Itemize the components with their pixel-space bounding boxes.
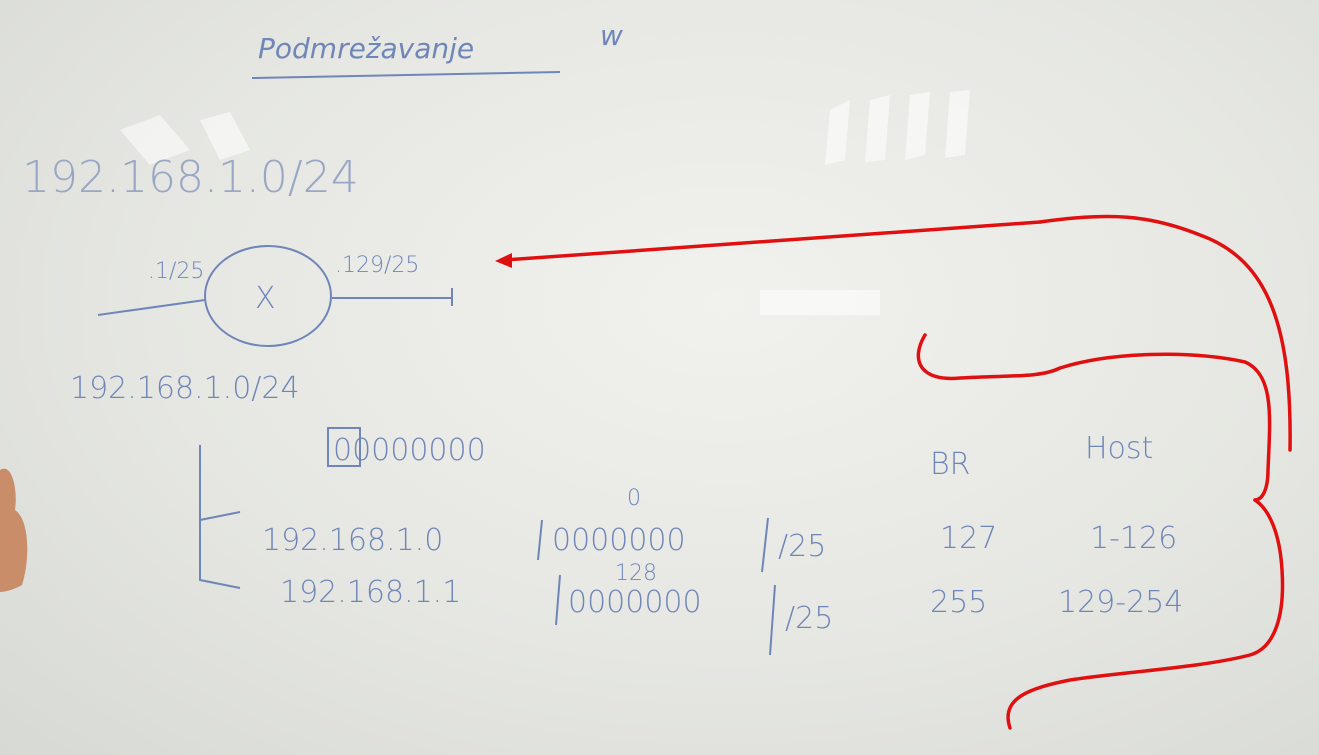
subnet-2-note: 128	[615, 561, 657, 586]
router-symbol: X	[255, 281, 276, 316]
red-brace-top	[916, 333, 1272, 502]
network-main: 192.168.1.0/24	[22, 152, 359, 203]
subnet-2-host: 129-254	[1058, 585, 1183, 620]
red-annotation	[495, 214, 1292, 730]
subnet-2-prefix: /25	[785, 601, 833, 636]
red-arrow-line	[503, 220, 1042, 262]
subnet-2-bits: 0000000	[568, 585, 702, 620]
subnet-1-prefix: /25	[778, 529, 826, 564]
subnet-2-br: 255	[930, 585, 987, 620]
binary-octet: 00000000	[333, 433, 486, 468]
header-host: Host	[1085, 431, 1153, 466]
subnet-bracket	[199, 445, 241, 589]
subnet-2-address: 192.168.1.1	[280, 575, 461, 610]
subnet-row-2: 128 192.168.1.1 0000000 /25 255 129-254	[280, 561, 1183, 656]
red-brace-bottom	[1006, 498, 1285, 730]
subnet-1-bits: 0000000	[552, 523, 686, 558]
title-mark: w	[600, 19, 623, 52]
router-left-label: .1/25	[148, 259, 204, 284]
header-br: BR	[930, 447, 971, 482]
subnet-1-br: 127	[940, 521, 997, 556]
board-title: Podmrežavanje	[258, 32, 474, 65]
red-arrow-head	[495, 253, 512, 268]
presenter-hand	[0, 468, 28, 592]
network-repeat: 192.168.1.0/24	[70, 371, 300, 406]
title-underline	[251, 71, 561, 79]
light-glare	[120, 90, 970, 315]
subnet-1-note: 0	[627, 486, 641, 511]
router-right-label: .129/25	[335, 253, 419, 278]
subnet-1-host: 1-126	[1090, 521, 1177, 556]
boxed-bit	[327, 427, 361, 467]
subnet-1-address: 192.168.1.0	[262, 523, 443, 558]
red-curve	[1038, 214, 1292, 452]
subnet-row-1: 0 192.168.1.0 0000000 /25 127 1-126	[262, 486, 1177, 573]
router-diagram: X .1/25 .129/25	[97, 245, 453, 347]
